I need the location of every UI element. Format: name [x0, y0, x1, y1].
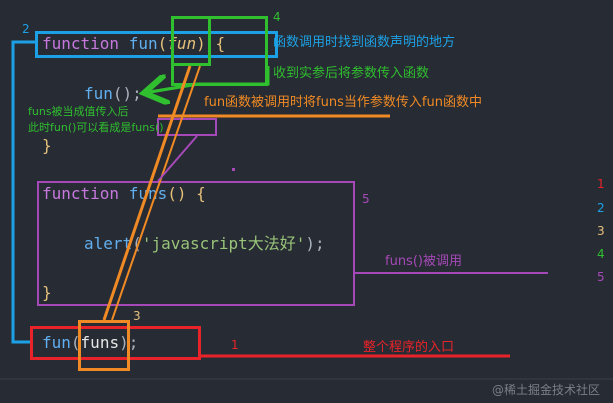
parameter: fun [167, 34, 197, 53]
code-line-fun-call-inner: fun(); [84, 84, 142, 104]
parens: () [167, 184, 187, 203]
annotation-green-left-1: funs被当成值传入后 [28, 105, 129, 118]
code-line-alert: alert('javascript大法好'); [84, 234, 325, 254]
call-rest: ); [305, 234, 325, 253]
paren-open: ( [70, 333, 81, 352]
annotation-blue: 函数调用时找到函数声明的地方 [273, 35, 456, 50]
watermark: @稀土掘金技术社区 [492, 383, 601, 397]
legend-4: 4 [597, 247, 605, 261]
keyword: function [42, 34, 120, 53]
orange-diagonal [102, 65, 192, 321]
paren-open: ( [157, 34, 168, 53]
paren-open: ( [132, 234, 142, 253]
step-label-orange: 3 [133, 309, 141, 323]
step-label-blue: 2 [22, 22, 30, 36]
annotation-green-left-2: 此时fun()可以看成是funs() [28, 121, 164, 134]
green-box-inner [171, 16, 211, 66]
purple-box-funs-small [157, 118, 217, 136]
legend-1: 1 [597, 177, 605, 191]
argument: funs [80, 333, 120, 352]
brace-open: { [215, 34, 226, 53]
call-name: fun [84, 84, 113, 103]
annotation-purple: funs()被调用 [385, 254, 462, 269]
code-line-funs-declaration: function funs() { [42, 184, 206, 204]
code-line-fun-close: } [42, 136, 52, 156]
purple-connector [157, 135, 198, 182]
paren-close: ) [119, 333, 129, 352]
annotation-orange: fun函数被调用时将funs当作参数传入fun函数中 [204, 95, 482, 110]
legend-2: 2 [597, 201, 605, 215]
code-line-fun-declaration: function fun(fun) { [42, 34, 225, 54]
purple-box-funs-declaration [37, 181, 355, 306]
keyword: function [42, 184, 120, 203]
blue-box-declaration [35, 31, 278, 58]
code-line-program-entry: fun(funs); [42, 333, 138, 353]
orange-box-argument [78, 320, 130, 371]
call-name: fun [42, 333, 71, 352]
paren-close: ) [196, 34, 206, 53]
brace-open: { [196, 184, 206, 203]
red-box-entry [30, 326, 201, 360]
annotation-red: 整个程序的入口 [363, 340, 455, 355]
brace-close: } [42, 283, 52, 302]
string-literal: 'javascript大法好' [141, 234, 306, 253]
step-label-green: 4 [273, 10, 281, 24]
call-name: alert [84, 234, 133, 253]
brace-close: } [42, 136, 52, 155]
step-label-red: 1 [231, 338, 239, 352]
legend-5: 5 [597, 270, 605, 284]
step-label-purple: 5 [362, 192, 370, 206]
green-leader [149, 82, 199, 94]
function-name: fun [128, 34, 158, 53]
code-line-funs-close: } [42, 283, 52, 303]
call-rest: (); [112, 84, 142, 103]
blue-connector [11, 40, 35, 344]
legend-3: 3 [597, 224, 605, 238]
orange-diagonal-2 [111, 65, 201, 321]
semicolon: ; [128, 333, 139, 352]
annotation-green: 收到实参后将参数传入函数 [273, 66, 430, 81]
dot [232, 168, 235, 171]
